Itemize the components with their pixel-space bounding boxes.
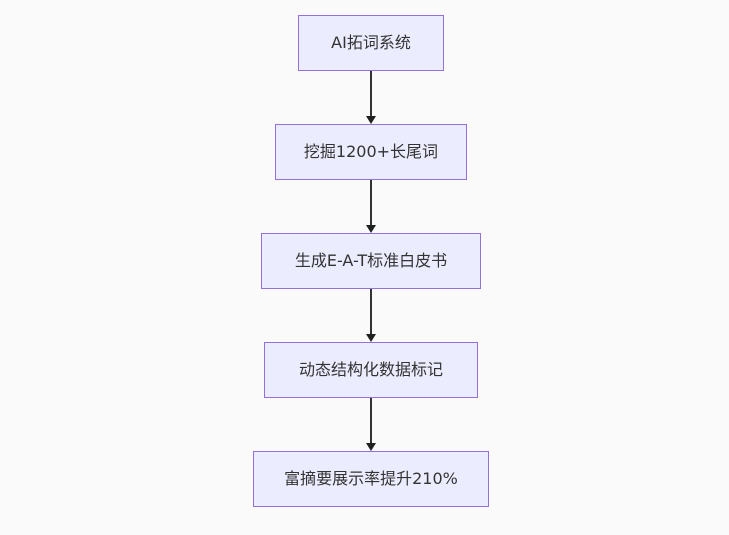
- arrow-line: [370, 71, 372, 116]
- flow-node-longtail-mining: 挖掘1200+长尾词: [274, 124, 468, 180]
- arrowhead-down-icon: [366, 116, 376, 124]
- flow-node-label: 动态结构化数据标记: [298, 359, 443, 379]
- arrow-line: [370, 289, 372, 334]
- flow-arrow-2: [366, 180, 376, 233]
- flow-node-rich-snippet-uplift: 富摘要展示率提升210%: [253, 451, 489, 507]
- flow-node-ai-keyword-system: AI拓词系统: [298, 15, 444, 71]
- arrow-line: [370, 398, 372, 443]
- flow-node-label: 富摘要展示率提升210%: [284, 468, 458, 488]
- arrow-line: [370, 180, 372, 225]
- flow-arrow-4: [366, 398, 376, 451]
- flow-node-label: AI拓词系统: [331, 32, 411, 52]
- flow-node-label: 挖掘1200+长尾词: [303, 141, 439, 161]
- flow-node-label: 生成E-A-T标准白皮书: [294, 250, 448, 270]
- flowchart-column: AI拓词系统 挖掘1200+长尾词 生成E-A-T标准白皮书 动态结构化数据标记: [0, 15, 729, 507]
- flow-node-eat-whitepaper: 生成E-A-T标准白皮书: [261, 233, 481, 289]
- arrowhead-down-icon: [366, 334, 376, 342]
- flow-node-structured-data-markup: 动态结构化数据标记: [264, 342, 478, 398]
- flow-arrow-3: [366, 289, 376, 342]
- arrowhead-down-icon: [366, 443, 376, 451]
- arrowhead-down-icon: [366, 225, 376, 233]
- flow-arrow-1: [366, 71, 376, 124]
